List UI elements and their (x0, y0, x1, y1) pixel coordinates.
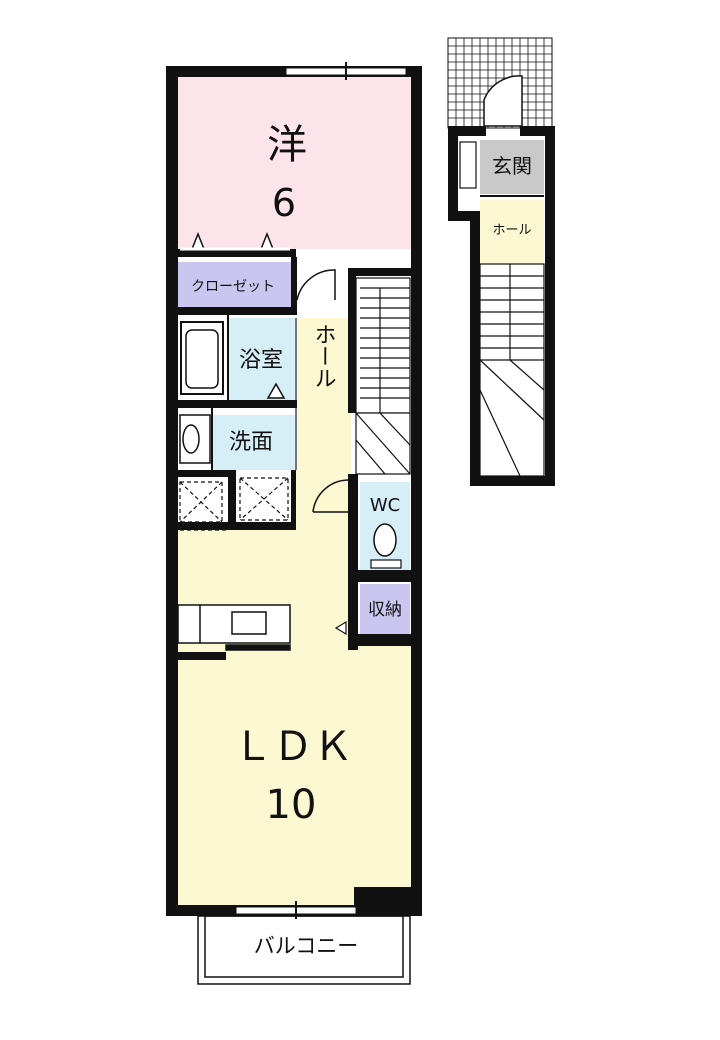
closet-doors (180, 231, 290, 251)
hall-area (296, 318, 351, 488)
wc-label: WC (370, 495, 400, 516)
hall-label: ホール (311, 323, 336, 389)
washbasin (179, 414, 211, 464)
kitchen-counter (177, 604, 291, 651)
ldk-label: ＬＤＫ (233, 724, 353, 770)
closet-area (176, 262, 291, 307)
western-room-label: 洋 (267, 122, 307, 168)
balcony-label: バルコニー (254, 934, 359, 958)
ldk-size: 10 (266, 782, 317, 828)
door-swings (296, 269, 349, 513)
main-stairs (355, 277, 411, 475)
interior-walls (176, 249, 422, 660)
ldk-area (176, 645, 411, 907)
bath-area (228, 318, 295, 400)
entrance-label: 玄関 (492, 154, 532, 178)
window-top (285, 62, 407, 80)
toilet (370, 523, 402, 569)
washer-space (179, 477, 289, 523)
washroom-area (212, 415, 295, 470)
closet-label: クローゼット (191, 279, 275, 295)
western-room-size: 6 (272, 181, 296, 225)
bath-label: 浴室 (239, 348, 283, 373)
storage-area (360, 584, 410, 634)
balcony (197, 915, 411, 985)
washroom-label: 洗面 (229, 430, 273, 455)
lower-hall-label: ホール (492, 223, 531, 238)
entrance-floor (447, 37, 555, 486)
western-room-area (176, 76, 411, 249)
bathtub (180, 321, 224, 395)
storage-label: 収納 (368, 600, 402, 620)
